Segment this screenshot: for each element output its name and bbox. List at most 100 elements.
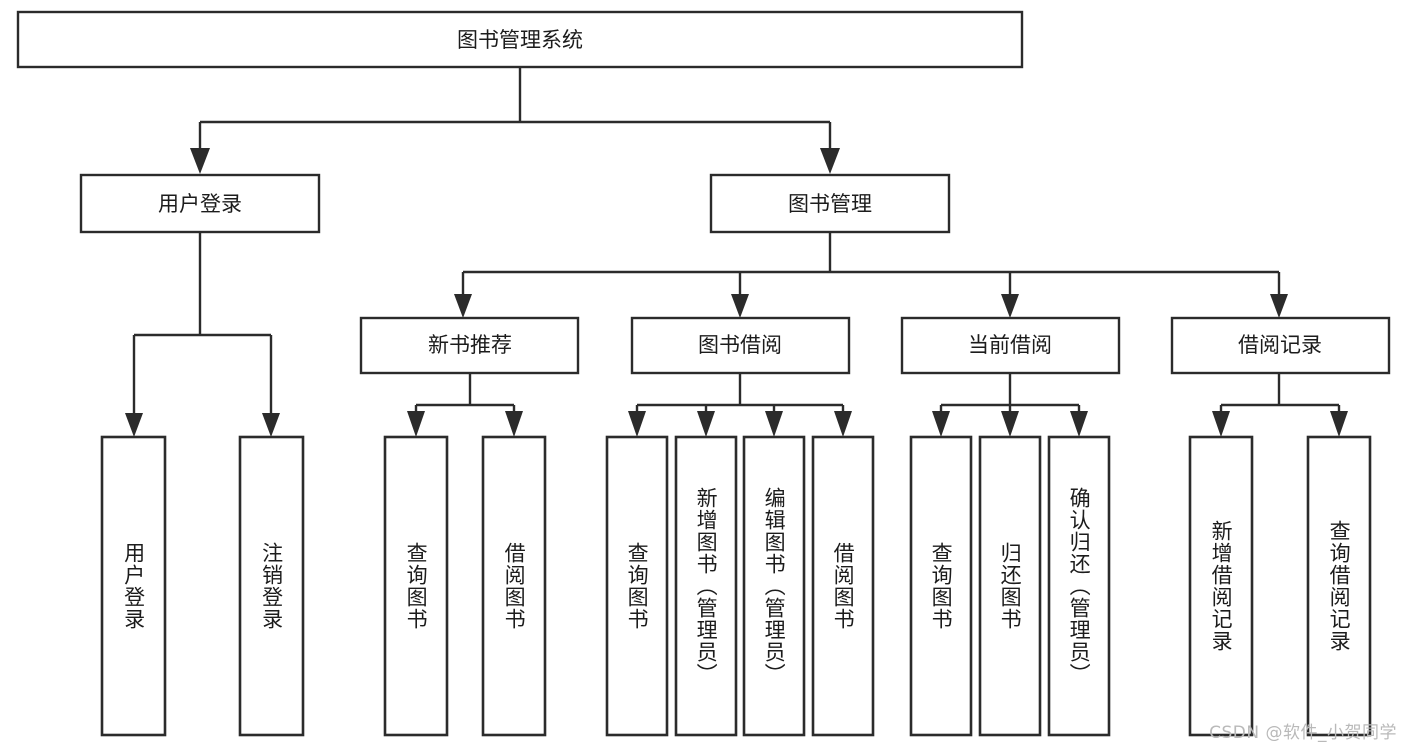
node-book-management-label: 图书管理 bbox=[788, 192, 872, 216]
node-book-management-box[interactable] bbox=[709, 173, 951, 234]
arrow-head-currentborrow-leaf3 bbox=[1070, 411, 1088, 437]
connector-group-newbook bbox=[407, 373, 523, 437]
leaf-newbook-query-book-label: 查询图书 bbox=[404, 542, 429, 630]
arrow-head-borrowrecord bbox=[1270, 294, 1288, 318]
leaf-newbook-borrow-book-box[interactable] bbox=[481, 435, 547, 737]
leaf-borrowrecord-add-record-label-wrap: 新增借阅记录 bbox=[1209, 520, 1234, 652]
arrow-head-currentborrow bbox=[1001, 294, 1019, 318]
connector-group-bookborrow bbox=[628, 373, 852, 437]
node-book-management[interactable]: 图书管理 bbox=[709, 173, 951, 234]
arrow-head-borrowrecord-leaf1 bbox=[1212, 411, 1230, 437]
arrow-head-currentborrow-leaf2 bbox=[1001, 411, 1019, 437]
leaf-borrowrecord-add-record-box[interactable] bbox=[1188, 435, 1254, 737]
leaf-currentborrow-confirm-return-label: 确认归还（管理员） bbox=[1067, 487, 1092, 685]
leaf-currentborrow-query-book-label-wrap: 查询图书 bbox=[929, 542, 954, 630]
leaf-bookborrow-edit-book-label-wrap: 编辑图书（管理员） bbox=[762, 487, 787, 685]
node-user-login-label: 用户登录 bbox=[158, 192, 242, 216]
leaf-user-login-box[interactable] bbox=[100, 435, 167, 737]
node-new-book-recommend[interactable]: 新书推荐 bbox=[359, 316, 580, 375]
arrow-head-bookborrow-leaf4 bbox=[834, 411, 852, 437]
leaf-borrowrecord-query-record-label: 查询借阅记录 bbox=[1327, 520, 1352, 652]
leaf-bookborrow-query-book-label-wrap: 查询图书 bbox=[625, 542, 650, 630]
arrow-head-bookborrow bbox=[731, 294, 749, 318]
leaf-currentborrow-confirm-return-box[interactable] bbox=[1047, 435, 1111, 737]
leaf-user-login[interactable]: 用户登录 bbox=[100, 435, 167, 737]
node-root-label: 图书管理系统 bbox=[457, 28, 583, 52]
leaf-bookborrow-edit-book-box[interactable] bbox=[742, 435, 806, 737]
node-book-borrow-label: 图书借阅 bbox=[698, 333, 782, 357]
leaf-bookborrow-query-book-label: 查询图书 bbox=[625, 542, 650, 630]
node-borrow-record-box[interactable] bbox=[1170, 316, 1391, 375]
leaf-bookborrow-add-book-label-wrap: 新增图书（管理员） bbox=[694, 487, 719, 685]
leaf-currentborrow-confirm-return-label-wrap: 确认归还（管理员） bbox=[1067, 487, 1092, 685]
connector-group-borrowrecord bbox=[1212, 373, 1348, 437]
leaf-newbook-borrow-book-label-wrap: 借阅图书 bbox=[502, 542, 527, 630]
leaf-newbook-query-book[interactable]: 查询图书 bbox=[383, 435, 449, 737]
leaf-bookborrow-add-book-label: 新增图书（管理员） bbox=[694, 487, 719, 685]
leaf-bookborrow-query-book[interactable]: 查询图书 bbox=[605, 435, 669, 737]
node-user-login-box[interactable] bbox=[79, 173, 321, 234]
leaf-borrowrecord-query-record-label-wrap: 查询借阅记录 bbox=[1327, 520, 1352, 652]
leaf-borrowrecord-add-record-label: 新增借阅记录 bbox=[1209, 520, 1234, 652]
node-current-borrow-box[interactable] bbox=[900, 316, 1121, 375]
node-root-box[interactable] bbox=[16, 10, 1024, 69]
leaf-currentborrow-return-book-label: 归还图书 bbox=[998, 542, 1023, 630]
leaf-newbook-query-book-label-wrap: 查询图书 bbox=[404, 542, 429, 630]
arrow-head-newbook bbox=[454, 294, 472, 318]
leaf-newbook-borrow-book[interactable]: 借阅图书 bbox=[481, 435, 547, 737]
node-new-book-recommend-box[interactable] bbox=[359, 316, 580, 375]
arrow-head-bookborrow-leaf2 bbox=[697, 411, 715, 437]
node-borrow-record[interactable]: 借阅记录 bbox=[1170, 316, 1391, 375]
leaf-user-login-label: 用户登录 bbox=[121, 542, 146, 630]
leaf-bookborrow-edit-book-label: 编辑图书（管理员） bbox=[762, 487, 787, 685]
leaf-bookborrow-add-book[interactable]: 新增图书（管理员） bbox=[674, 435, 738, 737]
connector-group-currentborrow bbox=[932, 373, 1088, 437]
leaf-currentborrow-query-book-label: 查询图书 bbox=[929, 542, 954, 630]
node-borrow-record-label: 借阅记录 bbox=[1238, 333, 1322, 357]
arrow-head-currentborrow-leaf1 bbox=[932, 411, 950, 437]
arrow-head-newbook-leaf1 bbox=[407, 411, 425, 437]
leaf-logout-label: 注销登录 bbox=[259, 542, 284, 630]
leaf-currentborrow-return-book[interactable]: 归还图书 bbox=[978, 435, 1042, 737]
node-current-borrow[interactable]: 当前借阅 bbox=[900, 316, 1121, 375]
leaf-bookborrow-add-book-box[interactable] bbox=[674, 435, 738, 737]
leaf-borrowrecord-query-record[interactable]: 查询借阅记录 bbox=[1306, 435, 1372, 737]
arrow-head-bookmgmt bbox=[820, 148, 840, 174]
leaf-currentborrow-return-book-label-wrap: 归还图书 bbox=[998, 542, 1023, 630]
node-current-borrow-label: 当前借阅 bbox=[968, 333, 1052, 357]
arrow-head-userlogin bbox=[190, 148, 210, 174]
connector-group-userlogin bbox=[125, 233, 280, 437]
node-book-borrow-box[interactable] bbox=[630, 316, 851, 375]
leaf-logout[interactable]: 注销登录 bbox=[238, 435, 305, 737]
leaf-currentborrow-query-book[interactable]: 查询图书 bbox=[909, 435, 973, 737]
arrow-head-newbook-leaf2 bbox=[505, 411, 523, 437]
leaf-currentborrow-return-book-box[interactable] bbox=[978, 435, 1042, 737]
leaf-bookborrow-query-book-box[interactable] bbox=[605, 435, 669, 737]
csdn-watermark: CSDN @软件_小贺同学 bbox=[1209, 723, 1397, 743]
arrow-head-borrowrecord-leaf2 bbox=[1330, 411, 1348, 437]
arrow-head-bookborrow-leaf3 bbox=[765, 411, 783, 437]
leaf-borrowrecord-query-record-box[interactable] bbox=[1306, 435, 1372, 737]
node-user-login[interactable]: 用户登录 bbox=[79, 173, 321, 234]
leaf-currentborrow-query-book-box[interactable] bbox=[909, 435, 973, 737]
leaf-bookborrow-borrow-book-label-wrap: 借阅图书 bbox=[831, 542, 856, 630]
leaf-bookborrow-borrow-book[interactable]: 借阅图书 bbox=[811, 435, 875, 737]
leaf-borrowrecord-add-record[interactable]: 新增借阅记录 bbox=[1188, 435, 1254, 737]
leaf-newbook-query-book-box[interactable] bbox=[383, 435, 449, 737]
leaf-bookborrow-borrow-book-label: 借阅图书 bbox=[831, 542, 856, 630]
arrow-head-bookborrow-leaf1 bbox=[628, 411, 646, 437]
leaf-bookborrow-edit-book[interactable]: 编辑图书（管理员） bbox=[742, 435, 806, 737]
node-book-borrow[interactable]: 图书借阅 bbox=[630, 316, 851, 375]
leaf-currentborrow-confirm-return[interactable]: 确认归还（管理员） bbox=[1047, 435, 1111, 737]
node-root[interactable]: 图书管理系统 bbox=[16, 10, 1024, 69]
leaf-bookborrow-borrow-book-box[interactable] bbox=[811, 435, 875, 737]
leaf-logout-label-wrap: 注销登录 bbox=[259, 542, 284, 630]
arrow-head-user-login-leaf bbox=[125, 413, 143, 437]
leaf-logout-box[interactable] bbox=[238, 435, 305, 737]
node-new-book-recommend-label: 新书推荐 bbox=[428, 333, 512, 357]
leaf-newbook-borrow-book-label: 借阅图书 bbox=[502, 542, 527, 630]
leaf-user-login-label-wrap: 用户登录 bbox=[121, 542, 146, 630]
arrow-head-logout-leaf bbox=[262, 413, 280, 437]
